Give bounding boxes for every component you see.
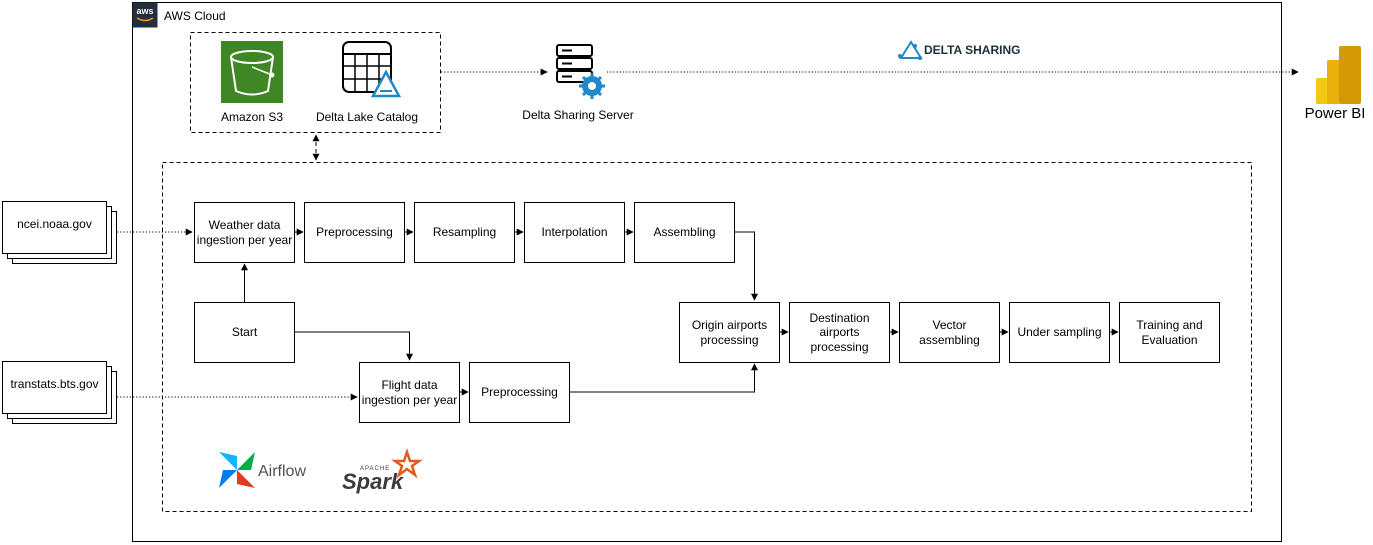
assembling-to-origin-arrow: [735, 231, 758, 301]
source-transtats-label: transtats.bts.gov: [10, 377, 98, 391]
source-ncei[interactable]: ncei.noaa.gov: [2, 201, 117, 264]
weather-ingest-box[interactable]: Weather data ingestion per year: [194, 202, 295, 263]
origin-airports-box[interactable]: Origin airports processing: [679, 302, 780, 363]
power-bi-label: Power BI: [1305, 105, 1366, 122]
svg-text:Assembling: Assembling: [653, 225, 715, 239]
aws-cloud-label: AWS Cloud: [164, 9, 226, 23]
svg-text:processing: processing: [810, 340, 868, 354]
delta-sharing-server-label: Delta Sharing Server: [522, 108, 633, 122]
svg-text:Vector: Vector: [932, 318, 966, 332]
resampling-box[interactable]: Resampling: [414, 202, 515, 263]
amazon-s3-icon[interactable]: [221, 41, 283, 103]
delta-sharing-server-icon[interactable]: [556, 44, 605, 99]
svg-text:APACHE: APACHE: [360, 466, 390, 472]
svg-text:Evaluation: Evaluation: [1141, 333, 1197, 347]
flight-preproc-to-origin-arrow: [570, 363, 758, 393]
source-ncei-label: ncei.noaa.gov: [17, 217, 92, 231]
start-box[interactable]: Start: [194, 302, 295, 363]
flight-preprocessing-box[interactable]: Preprocessing: [469, 362, 570, 423]
amazon-s3-label: Amazon S3: [221, 110, 283, 124]
source-transtats[interactable]: transtats.bts.gov: [2, 361, 117, 424]
interpolation-box[interactable]: Interpolation: [524, 202, 625, 263]
airflow-logo-icon: [219, 452, 255, 488]
svg-text:Destination: Destination: [809, 311, 869, 325]
svg-text:processing: processing: [700, 333, 758, 347]
spark-logo-icon: APACHE Spark: [342, 448, 423, 494]
delta-sharing-brand: DELTA SHARING: [924, 43, 1020, 57]
aws-logo-icon: aws: [132, 2, 158, 28]
power-bi-icon[interactable]: [1316, 46, 1361, 104]
svg-text:Interpolation: Interpolation: [541, 225, 607, 239]
svg-text:aws: aws: [136, 6, 153, 16]
aws-cloud-group: [132, 2, 1282, 542]
start-to-flight-arrow: [295, 331, 413, 361]
svg-text:Start: Start: [232, 325, 258, 339]
svg-text:Weather data: Weather data: [209, 218, 281, 232]
vector-assembling-box[interactable]: Vector assembling: [899, 302, 1000, 363]
svg-text:Under sampling: Under sampling: [1017, 325, 1101, 339]
flight-ingest-box[interactable]: Flight data ingestion per year: [359, 362, 460, 423]
destination-airports-box[interactable]: Destination airports processing: [789, 302, 890, 363]
svg-text:Flight data: Flight data: [381, 378, 437, 392]
weather-preprocessing-box[interactable]: Preprocessing: [304, 202, 405, 263]
spark-label: Spark: [342, 469, 405, 494]
delta-sharing-logo-icon: [898, 40, 923, 60]
airflow-label: Airflow: [258, 463, 306, 480]
svg-text:ingestion per year: ingestion per year: [362, 393, 457, 407]
svg-text:ingestion per year: ingestion per year: [197, 233, 292, 247]
svg-text:Origin airports: Origin airports: [692, 318, 767, 332]
assembling-box[interactable]: Assembling: [634, 202, 735, 263]
pipeline-connectors: [117, 228, 1119, 401]
svg-text:Resampling: Resampling: [433, 225, 496, 239]
svg-text:Training and: Training and: [1136, 318, 1202, 332]
svg-text:Preprocessing: Preprocessing: [316, 225, 393, 239]
svg-text:assembling: assembling: [919, 333, 980, 347]
processing-group: [162, 162, 1252, 512]
svg-text:airports: airports: [819, 325, 859, 339]
delta-lake-catalog-label: Delta Lake Catalog: [316, 110, 418, 124]
svg-text:Preprocessing: Preprocessing: [481, 385, 558, 399]
training-evaluation-box[interactable]: Training and Evaluation: [1119, 302, 1220, 363]
under-sampling-box[interactable]: Under sampling: [1009, 302, 1110, 363]
delta-lake-catalog-icon[interactable]: [342, 41, 402, 98]
